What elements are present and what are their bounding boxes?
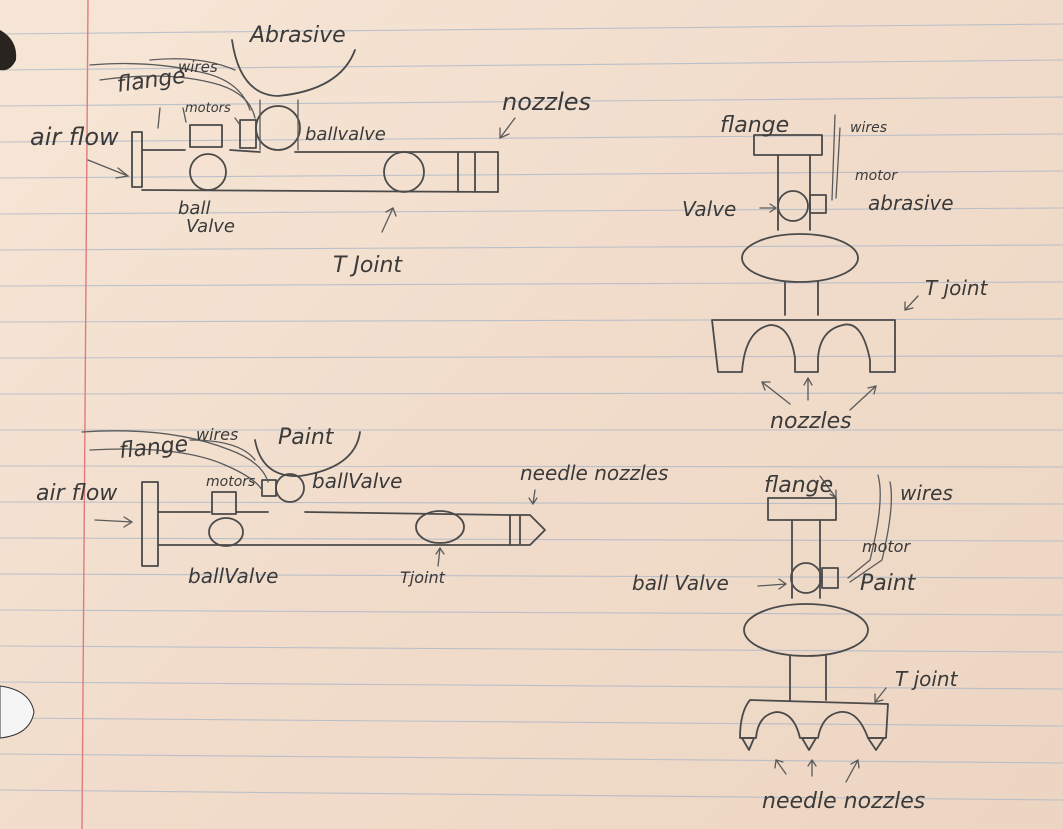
label-ballvalve-4: ball Valve <box>632 571 729 595</box>
label-wires-3: wires <box>196 425 238 444</box>
label-flange-2: flange <box>720 113 789 138</box>
label-tjoint-3: Tjoint <box>400 568 446 587</box>
label-tjoint-4: T joint <box>895 667 959 691</box>
label-ballvalve-3: ballValve <box>312 469 402 493</box>
binder-hole-bottom <box>0 686 34 738</box>
label-valve-2: Valve <box>682 197 736 221</box>
label-wires-4: wires <box>900 481 953 505</box>
label-paint-4: Paint <box>860 571 917 596</box>
label-motors-3: motors <box>206 474 255 490</box>
binder-hole-top <box>0 30 16 70</box>
label-needle-nozzles-4: needle nozzles <box>762 789 925 814</box>
label-abrasive-2: abrasive <box>868 191 954 215</box>
label-airflow-3: air flow <box>36 481 118 506</box>
label-flange-3: flange <box>118 432 189 464</box>
label-ballvalve-bottom-3: ballValve <box>188 564 278 588</box>
sketch-3-paint-horizontal: air flow flange wires motors Paint ballV… <box>36 425 668 588</box>
sketch-4-paint-vertical: flange wires motor ball Valve Paint T jo… <box>632 473 959 814</box>
label-wires: wires <box>178 58 218 76</box>
label-nozzles-2: nozzles <box>770 409 852 434</box>
label-motors: motors <box>185 101 231 116</box>
label-needle-nozzles-3: needle nozzles <box>520 461 668 485</box>
label-ballvalve-top: ballvalve <box>305 124 386 145</box>
label-airflow: air flow <box>30 123 119 151</box>
label-paint-3: Paint <box>278 425 335 450</box>
label-nozzles: nozzles <box>502 88 591 116</box>
label-tjoint: T Joint <box>333 253 403 278</box>
label-abrasive: Abrasive <box>248 23 346 48</box>
label-motor-2: motor <box>855 168 898 184</box>
label-tjoint-2: T joint <box>925 276 989 300</box>
label-valve: Valve <box>186 216 235 237</box>
label-flange-4: flange <box>764 473 833 498</box>
label-wires-2: wires <box>850 120 887 136</box>
label-motor-4: motor <box>862 537 911 556</box>
sketch-2-abrasive-vertical: flange wires motor Valve abrasive T join… <box>682 113 989 434</box>
sketch-1-abrasive-horizontal: air flow flange wires motors Abrasive ba… <box>30 23 591 278</box>
